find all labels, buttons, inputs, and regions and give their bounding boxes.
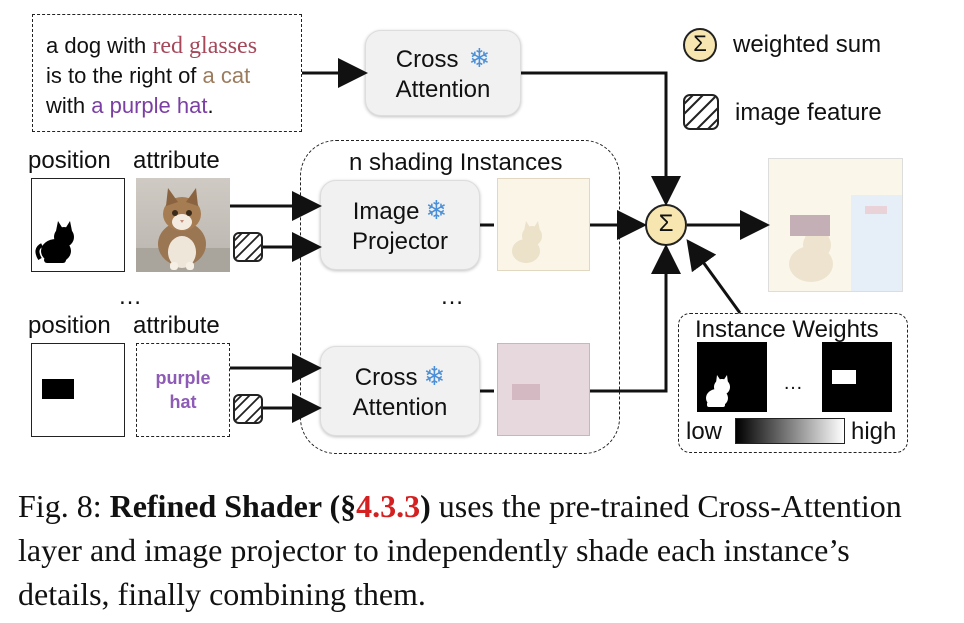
cross-attention-label: Cross xyxy=(354,364,418,391)
caption-bold: ) xyxy=(420,488,431,524)
final-output-image xyxy=(768,158,903,292)
weight-gradient-bar xyxy=(735,418,845,444)
attention-label: Attention xyxy=(352,394,448,421)
mask-rectangle xyxy=(42,379,74,399)
cat-silhouette-icon xyxy=(706,375,730,407)
low-label: low xyxy=(686,418,723,445)
row2-attribute-label: attribute xyxy=(133,312,220,339)
cat-photo-icon xyxy=(136,178,230,272)
row2-position-mask xyxy=(31,343,125,437)
hat-region xyxy=(512,384,540,400)
hat-white-rectangle xyxy=(832,370,856,384)
snowflake-icon: ❄ xyxy=(425,195,448,225)
image-label: Image xyxy=(352,198,420,225)
hatch-icon xyxy=(233,394,263,424)
attribute-text: purple xyxy=(155,368,211,388)
cat-attribute-image xyxy=(136,178,230,272)
attention-label: Attention xyxy=(395,76,491,103)
prompt-red-glasses: red glasses xyxy=(152,33,258,59)
rows-ellipsis: … xyxy=(118,283,142,310)
prompt-line-3: with a purple hat. xyxy=(46,93,214,119)
hat-shaded-feature xyxy=(497,343,590,436)
hatch-icon xyxy=(683,94,719,130)
row1-attribute-label: attribute xyxy=(133,147,220,174)
hat-region xyxy=(790,215,830,236)
cross-attention-label: Cross xyxy=(395,46,459,73)
projector-label: Projector xyxy=(351,228,449,255)
caption-text: uses the pre-trained Cross-Attention lay… xyxy=(18,488,902,612)
cat-shaded-feature xyxy=(497,178,590,271)
instance-weights-box xyxy=(678,313,908,453)
shading-instances-group xyxy=(300,140,620,454)
snowflake-icon: ❄ xyxy=(423,361,446,391)
weights-ellipsis: … xyxy=(783,372,803,394)
sigma-icon: Σ xyxy=(693,31,707,56)
row1-position-mask xyxy=(31,178,125,272)
sum-legend-icon: Σ xyxy=(683,28,717,62)
glasses-region xyxy=(865,206,887,214)
cross-attention-top-block: Cross ❄ Attention xyxy=(365,30,521,116)
hatch-icon xyxy=(233,232,263,262)
caption-prefix: Fig. 8: xyxy=(18,488,110,524)
attribute-text: hat xyxy=(169,392,197,412)
hat-weight-map xyxy=(822,342,892,412)
prompt-text: a dog with xyxy=(46,33,153,58)
prompt-cat: a cat xyxy=(202,63,251,88)
sigma-icon: Σ xyxy=(658,210,674,237)
row2-image-feature-icon xyxy=(233,394,263,424)
weighted-sum-label: weighted sum xyxy=(733,31,882,58)
prompt-text: is to the right of xyxy=(46,63,203,88)
snowflake-icon: ❄ xyxy=(468,43,491,73)
figure-caption: Fig. 8: Refined Shader (§4.3.3) uses the… xyxy=(18,484,948,616)
instance-weights-title: Instance Weights xyxy=(695,316,879,343)
high-label: high xyxy=(851,418,897,445)
row1-position-label: position xyxy=(28,147,111,174)
instances-ellipsis: … xyxy=(440,283,464,310)
cat-ghost-icon xyxy=(512,221,542,263)
prompt-line-1: a dog with red glasses xyxy=(46,33,257,60)
row1-image-feature-icon xyxy=(233,232,263,262)
caption-ref-link[interactable]: 4.3.3 xyxy=(356,488,421,524)
prompt-text: . xyxy=(207,93,214,118)
cat-weight-map xyxy=(697,342,767,412)
prompt-text: with xyxy=(46,93,92,118)
cross-attention-bottom-block: Cross❄ Attention xyxy=(320,346,480,436)
caption-bold: Refined Shader (§ xyxy=(109,488,357,524)
prompt-purple-hat: a purple hat xyxy=(91,93,208,118)
row2-position-label: position xyxy=(28,312,111,339)
image-projector-block: Image❄ Projector xyxy=(320,180,480,270)
image-feature-legend-icon xyxy=(683,94,719,130)
text-prompt-box xyxy=(32,14,302,132)
purple-hat-attribute: purple hat xyxy=(136,343,230,437)
image-feature-label: image feature xyxy=(735,99,882,126)
prompt-line-2: is to the right of a cat xyxy=(46,63,250,89)
cat-silhouette-icon xyxy=(35,221,74,263)
group-title: n shading Instances xyxy=(349,149,563,176)
